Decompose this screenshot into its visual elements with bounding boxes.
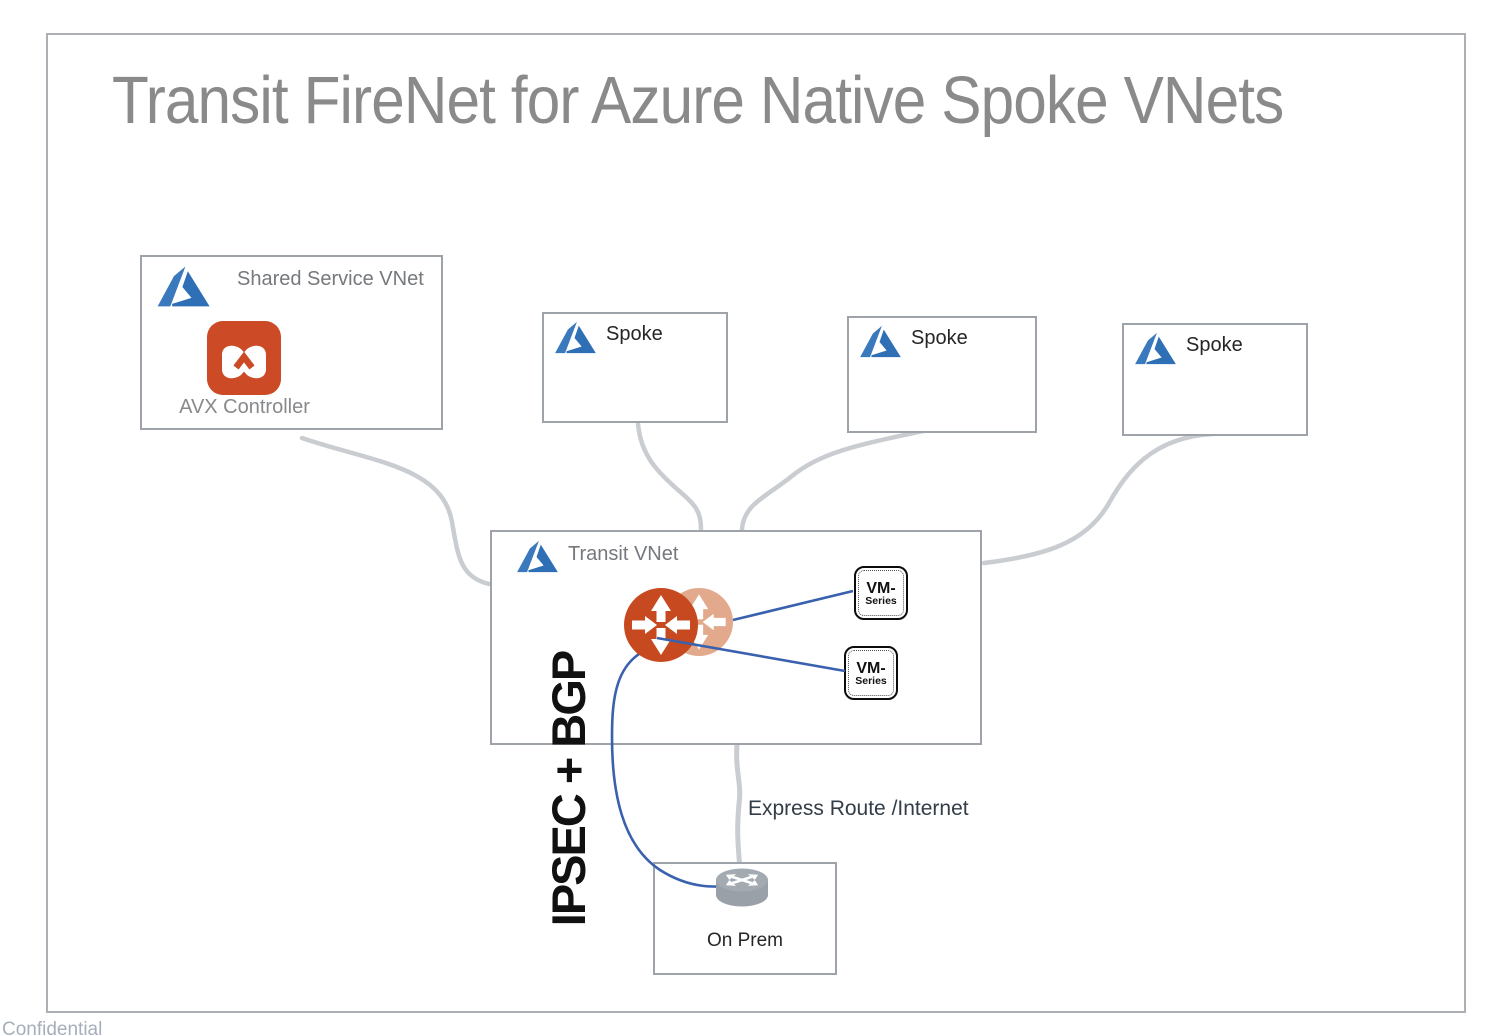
vm-series-sublabel: Series (855, 674, 887, 687)
azure-logo-icon (1135, 332, 1176, 365)
shared-service-vnet-label: Shared Service VNet (237, 268, 424, 290)
ipsec-bgp-label: IPSEC + BGP (542, 651, 595, 927)
azure-logo-icon (157, 266, 210, 307)
vm-series-box-2: VM- Series (844, 646, 898, 700)
spoke-label: Spoke (1186, 334, 1243, 356)
spoke-vnet-box-3: Spoke (1122, 323, 1308, 436)
wire-spoke1-to-transit (635, 421, 704, 532)
spoke-label: Spoke (606, 323, 663, 345)
azure-logo-icon (860, 325, 901, 358)
slide-frame (46, 33, 1466, 1013)
azure-logo-icon (517, 540, 558, 573)
confidential-footer: Confidential (2, 1019, 103, 1036)
avx-controller-icon (207, 321, 281, 395)
vm-series-box-1: VM- Series (854, 566, 908, 620)
spoke-vnet-box-1: Spoke (542, 312, 728, 423)
vm-series-label: VM- (856, 659, 886, 677)
avx-controller-label: AVX Controller (179, 396, 310, 418)
shared-service-vnet-box: Shared Service VNet AVX Controller (140, 255, 443, 430)
transit-vnet-label: Transit VNet (568, 543, 679, 565)
spoke-label: Spoke (911, 327, 968, 349)
wire-spoke2-to-transit (739, 425, 939, 532)
wire-express-route (734, 741, 743, 874)
vm-series-label: VM- (866, 579, 896, 597)
wire-spoke3-to-transit (981, 431, 1216, 566)
azure-logo-icon (555, 321, 596, 354)
express-route-label: Express Route /Internet (748, 797, 969, 820)
spoke-vnet-box-2: Spoke (847, 316, 1037, 433)
on-prem-box: On Prem (653, 862, 837, 975)
vm-series-sublabel: Series (865, 594, 897, 607)
page-title: Transit FireNet for Azure Native Spoke V… (112, 63, 1284, 138)
on-prem-label: On Prem (706, 930, 784, 951)
wire-shared-to-transit (299, 435, 492, 587)
